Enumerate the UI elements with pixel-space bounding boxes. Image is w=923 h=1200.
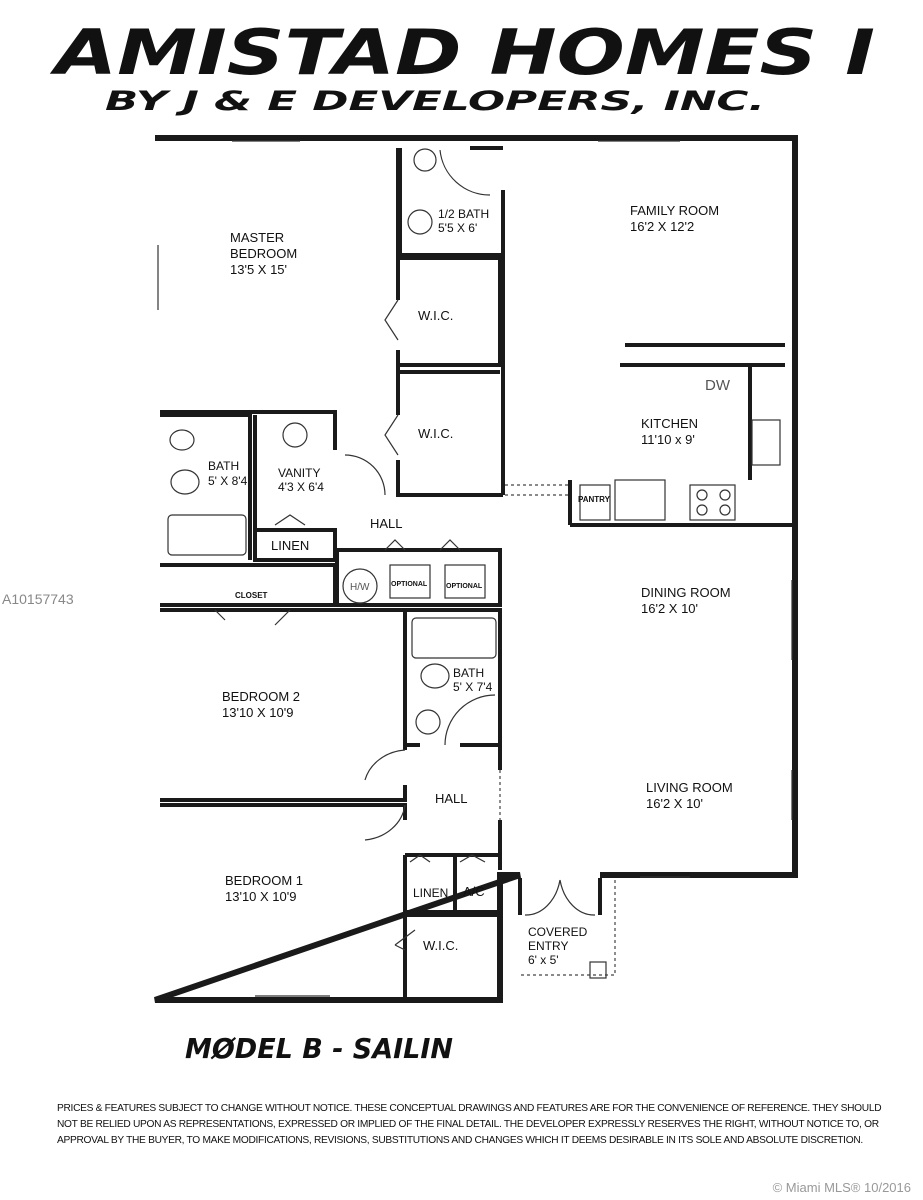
- hall-2-label: HALL: [435, 791, 468, 806]
- pantry-label: PANTRY: [578, 495, 611, 504]
- bedroom-1-size: 13'10 X 10'9: [225, 889, 296, 904]
- bath-2-size: 5' X 7'4: [453, 680, 493, 694]
- master-bedroom-label: MASTER: [230, 230, 284, 245]
- wic-3-label: W.I.C.: [423, 938, 458, 953]
- model-name: MØDEL B - SAILIN: [185, 1032, 453, 1065]
- copyright: © Miami MLS® 10/2016: [772, 1180, 911, 1195]
- kitchen-label: KITCHEN: [641, 416, 698, 431]
- plan-title: AMISTAD HOMES I: [49, 16, 875, 89]
- vanity-size: 4'3 X 6'4: [278, 480, 324, 494]
- dining-room-size: 16'2 X 10': [641, 601, 698, 616]
- linen-2-label: LINEN: [413, 886, 448, 900]
- linen-1-label: LINEN: [271, 538, 309, 553]
- exterior-walls: [154, 135, 798, 1003]
- master-bedroom-label-2: BEDROOM: [230, 246, 297, 261]
- bath-2-label: BATH: [453, 666, 484, 680]
- covered-entry-label: COVERED: [528, 925, 588, 939]
- interior-walls: [160, 146, 795, 1000]
- dishwasher-label: DW: [705, 377, 731, 394]
- disclaimer: PRICES & FEATURES SUBJECT TO CHANGE WITH…: [57, 1103, 882, 1146]
- bedroom-1-label: BEDROOM 1: [225, 873, 303, 888]
- hall-1-label: HALL: [370, 516, 403, 531]
- room-labels: MASTER BEDROOM 13'5 X 15' 1/2 BATH 5'5 X…: [208, 203, 733, 967]
- dining-room-label: DINING ROOM: [641, 585, 731, 600]
- vanity-label: VANITY: [278, 466, 320, 480]
- family-room-label: FAMILY ROOM: [630, 203, 719, 218]
- ac-label: A/C: [463, 884, 485, 899]
- closet-label: CLOSET: [235, 591, 268, 600]
- covered-entry-size: 6' x 5': [528, 953, 559, 967]
- wic-1-label: W.I.C.: [418, 308, 453, 323]
- master-bedroom-size: 13'5 X 15': [230, 262, 287, 277]
- column: [589, 961, 607, 979]
- covered-entry-label-2: ENTRY: [528, 939, 568, 953]
- listing-id: A10157743: [2, 591, 74, 607]
- wic-2-label: W.I.C.: [418, 426, 453, 441]
- kitchen-size: 11'10 x 9': [641, 432, 695, 447]
- bedroom-2-label: BEDROOM 2: [222, 689, 300, 704]
- water-heater-label: H/W: [350, 582, 370, 593]
- living-room-label: LIVING ROOM: [646, 780, 733, 795]
- half-bath-size: 5'5 X 6': [438, 221, 477, 235]
- family-room-size: 16'2 X 12'2: [630, 219, 694, 234]
- half-bath-label: 1/2 BATH: [438, 207, 489, 221]
- living-room-size: 16'2 X 10': [646, 796, 703, 811]
- plan-subtitle: BY J & E DEVELOPERS, INC.: [105, 86, 765, 117]
- master-bath-label: BATH: [208, 459, 239, 473]
- bedroom-2-size: 13'10 X 10'9: [222, 705, 293, 720]
- optional-washer-label: OPTIONAL: [391, 581, 428, 588]
- optional-dryer-label: OPTIONAL: [446, 583, 483, 590]
- master-bath-size: 5' X 8'4: [208, 474, 248, 488]
